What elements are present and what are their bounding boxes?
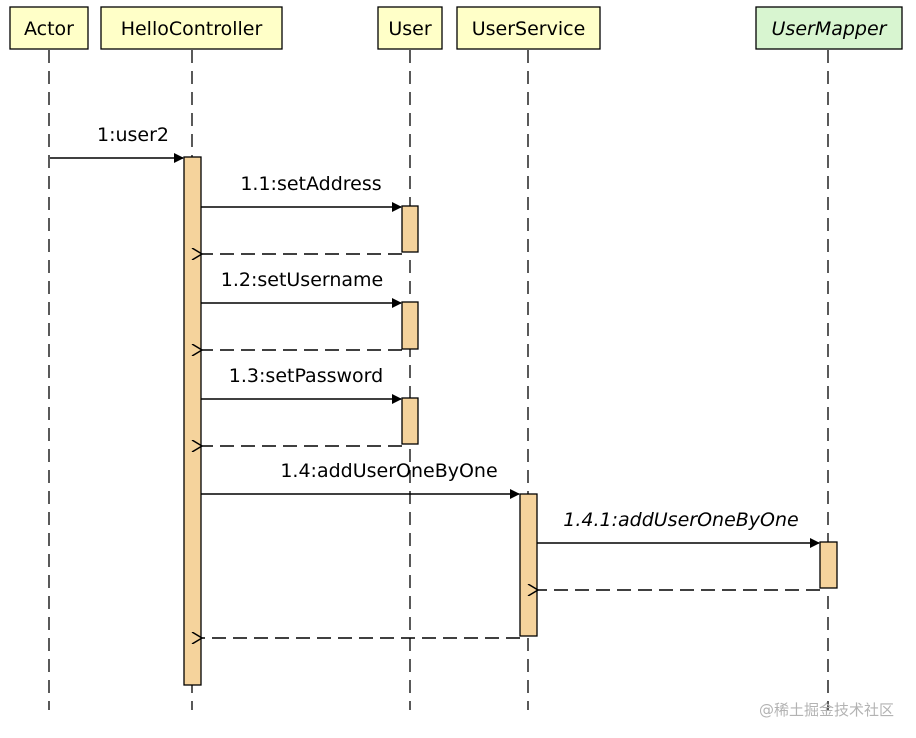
message-label-m11: 1.1:setAddress	[240, 173, 381, 195]
message-label-m141: 1.4.1:addUserOneByOne	[563, 509, 798, 531]
participant-label-hello: HelloController	[121, 18, 263, 40]
activation-bar-user-2	[401, 301, 419, 350]
participant-label-actor: Actor	[24, 18, 74, 40]
activation-bar-hello	[183, 156, 202, 686]
message-label-m1: 1:user2	[97, 124, 169, 146]
participant-label-service: UserService	[472, 18, 586, 40]
activation-bar-user-1	[401, 205, 419, 253]
message-label-m14: 1.4:addUserOneByOne	[280, 460, 497, 482]
message-label-m13: 1.3:setPassword	[229, 365, 383, 387]
participant-box-hello	[100, 6, 283, 50]
participant-box-mapper	[755, 6, 903, 50]
activation-bar-service	[519, 493, 538, 637]
message-label-m12: 1.2:setUsername	[221, 269, 384, 291]
participant-label-user: User	[388, 18, 431, 40]
participant-box-user	[377, 6, 443, 50]
activation-bar-mapper	[819, 541, 838, 589]
activation-bar-user-3	[401, 397, 419, 445]
participant-label-mapper: UserMapper	[772, 18, 888, 40]
participant-box-service	[456, 6, 601, 50]
watermark-text: @稀土掘金技术社区	[758, 701, 894, 719]
participant-box-actor	[9, 6, 89, 50]
